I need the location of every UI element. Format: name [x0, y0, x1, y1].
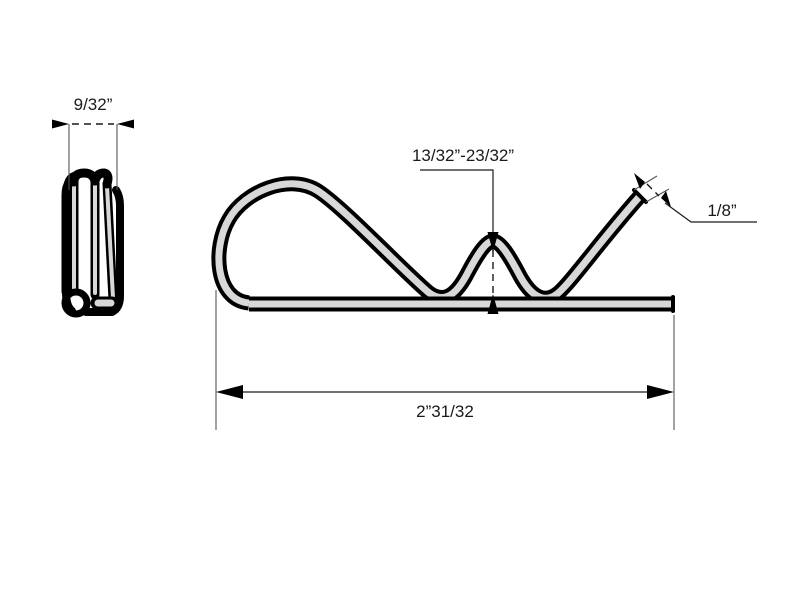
upper-wire-core	[215, 180, 643, 307]
dimension-width-arrow-left	[52, 119, 69, 129]
dimension-width-arrow-right	[117, 119, 134, 129]
dimension-wave-height-arrow-top	[487, 232, 499, 252]
dimension-wire-diameter-leader	[664, 202, 757, 223]
end-view-outer-right-wall	[82, 186, 124, 316]
end-view-outer-left-bottom	[62, 288, 76, 315]
dimension-wire-diameter-label: 1/8”	[707, 201, 737, 220]
end-view-outer-left-wall-top	[63, 171, 81, 190]
end-view-right-leg-core	[105, 184, 115, 300]
side-view-upper-wire	[211, 176, 648, 311]
dimension-width-label: 9/32”	[74, 95, 113, 114]
dimension-wire-diameter-arrow-lower	[661, 191, 671, 207]
dimension-wire-diameter: 1/8”	[633, 173, 757, 223]
dimension-wire-diameter-dash	[646, 183, 660, 197]
side-view-lower-wire	[249, 295, 675, 313]
dimension-overall-length-arrow-right	[647, 385, 674, 399]
end-view-wire-body	[61, 168, 124, 318]
upper-wire-tip-cap	[632, 188, 648, 204]
upper-wire-outline	[211, 176, 646, 311]
end-view: 9/32”	[52, 95, 134, 318]
end-view-outer-left-wall	[61, 180, 73, 297]
dimension-overall-length-arrow-left	[216, 385, 243, 399]
dimension-wave-height-arrow-bottom	[487, 294, 499, 314]
dimension-wire-diameter-ext-upper	[633, 175, 658, 191]
side-view: 13/32”-23/32” 1/8” 2”31/32	[211, 146, 757, 430]
dimension-wave-height-label: 13/32”-23/32”	[412, 146, 514, 165]
dimension-overall-length: 2”31/32	[215, 290, 675, 430]
end-view-top-bend-right	[90, 168, 113, 189]
dimension-wave-height: 13/32”-23/32”	[412, 146, 514, 314]
dimension-wave-height-leader	[420, 169, 494, 238]
dimension-overall-length-label: 2”31/32	[416, 402, 474, 421]
dimension-wire-diameter-arrow-upper	[634, 173, 645, 189]
dimension-wire-diameter-ext-lower	[645, 188, 670, 203]
